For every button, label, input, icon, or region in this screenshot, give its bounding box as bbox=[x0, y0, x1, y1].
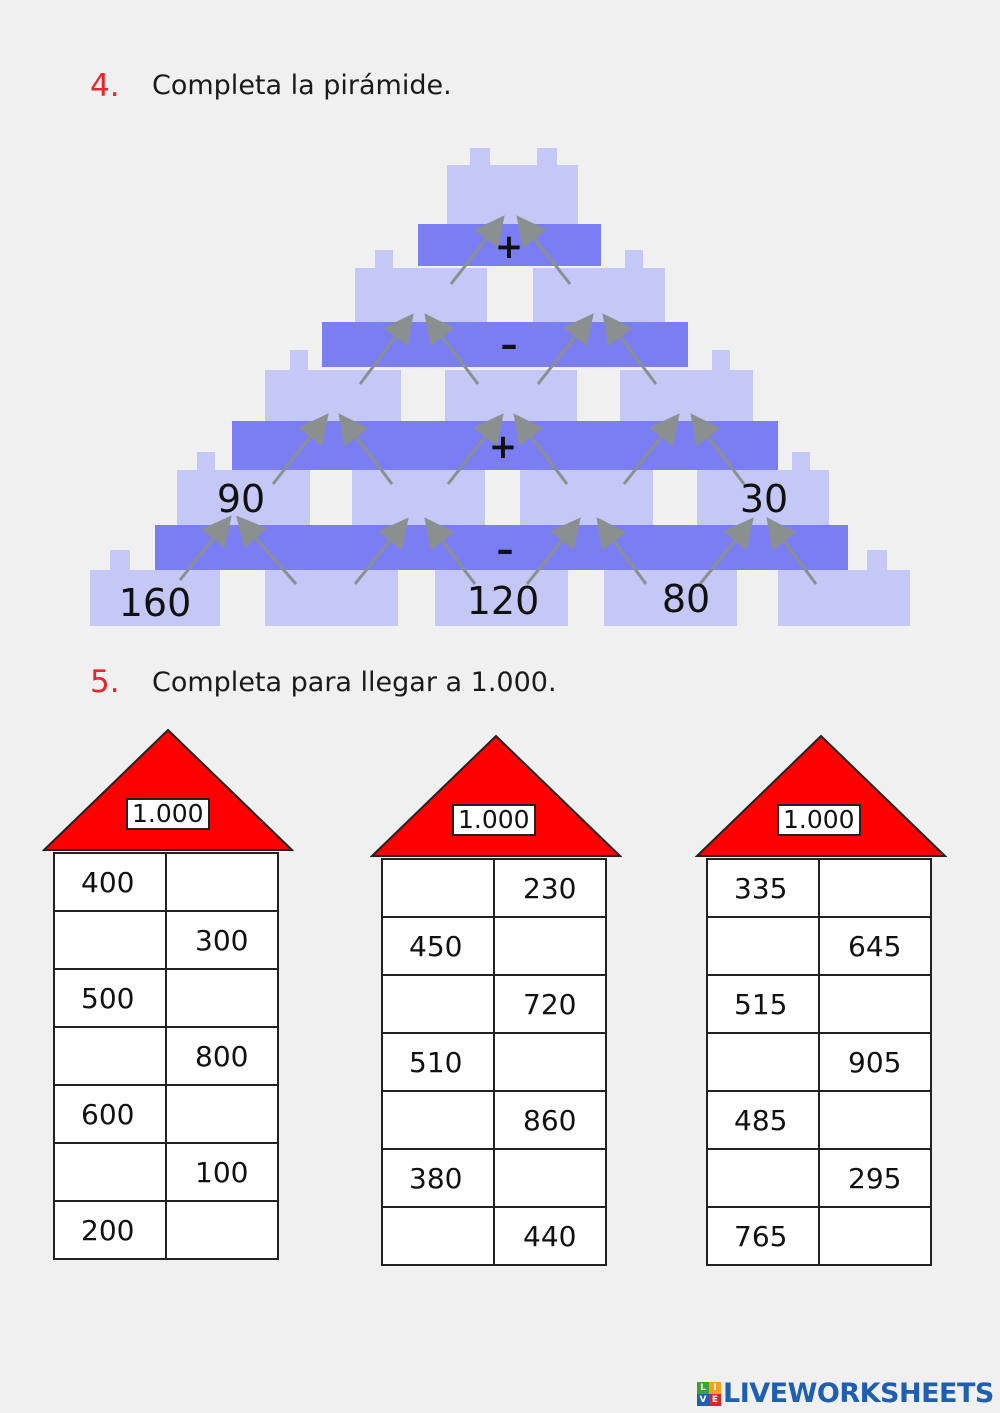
operator-plus-middle: + bbox=[489, 427, 518, 467]
operator-minus-bottom: – bbox=[497, 530, 514, 570]
table-row: 230 bbox=[381, 858, 607, 918]
cell-left bbox=[706, 916, 820, 976]
table-row: 485 bbox=[706, 1090, 932, 1150]
table-row: 380 bbox=[381, 1148, 607, 1208]
cell-right: 440 bbox=[493, 1206, 607, 1266]
table-row: 450 bbox=[381, 916, 607, 976]
cell-right: 295 bbox=[818, 1148, 932, 1208]
cell-right: 720 bbox=[493, 974, 607, 1034]
cell-right bbox=[818, 974, 932, 1034]
cell-right bbox=[493, 1032, 607, 1092]
cell-left bbox=[381, 1090, 495, 1150]
cell-left bbox=[53, 1142, 167, 1202]
house-2-table: 230 450 720 510 860 380 440 bbox=[381, 858, 607, 1266]
table-row: 600 bbox=[53, 1084, 279, 1144]
cell-right bbox=[165, 1084, 279, 1144]
logo-mark-letter: E bbox=[709, 1393, 721, 1406]
table-row: 720 bbox=[381, 974, 607, 1034]
cell-left: 200 bbox=[53, 1200, 167, 1260]
exercise-4-instruction: Completa la pirámide. bbox=[152, 70, 452, 101]
cell-right bbox=[818, 858, 932, 918]
house-3-table: 335 645 515 905 485 295 765 bbox=[706, 858, 932, 1266]
cell-left: 510 bbox=[381, 1032, 495, 1092]
table-row: 335 bbox=[706, 858, 932, 918]
logo-mark-letter: L bbox=[697, 1381, 709, 1394]
cell-left bbox=[381, 974, 495, 1034]
operator-minus-upper: – bbox=[501, 325, 518, 365]
cell-left: 500 bbox=[53, 968, 167, 1028]
logo-mark-icon: L I V E bbox=[697, 1381, 721, 1406]
cell-right bbox=[165, 1200, 279, 1260]
cell-right: 300 bbox=[165, 910, 279, 970]
house-3: 1.000 335 645 515 905 485 295 765 bbox=[695, 734, 947, 1274]
pyramid-bottom-cell-1: 160 bbox=[119, 581, 192, 625]
exercise-4-number: 4. bbox=[90, 68, 120, 104]
cell-right: 645 bbox=[818, 916, 932, 976]
roof-1 bbox=[42, 728, 294, 851]
cell-right bbox=[818, 1090, 932, 1150]
cell-left: 400 bbox=[53, 852, 167, 912]
table-row: 765 bbox=[706, 1206, 932, 1266]
logo-mark-letter: I bbox=[709, 1381, 721, 1394]
table-row: 300 bbox=[53, 910, 279, 970]
cell-left: 515 bbox=[706, 974, 820, 1034]
table-row: 295 bbox=[706, 1148, 932, 1208]
table-row: 440 bbox=[381, 1206, 607, 1266]
house-2: 1.000 230 450 720 510 860 380 440 bbox=[370, 734, 622, 1274]
cell-left: 485 bbox=[706, 1090, 820, 1150]
cell-left bbox=[381, 858, 495, 918]
cell-right: 230 bbox=[493, 858, 607, 918]
cell-right bbox=[165, 968, 279, 1028]
cell-left: 765 bbox=[706, 1206, 820, 1266]
exercise-5-number: 5. bbox=[90, 664, 120, 700]
roof-1-total: 1.000 bbox=[126, 798, 210, 830]
table-row: 500 bbox=[53, 968, 279, 1028]
table-row: 400 bbox=[53, 852, 279, 912]
cell-left: 335 bbox=[706, 858, 820, 918]
liveworksheets-logo[interactable]: L I V E LIVEWORKSHEETS bbox=[697, 1378, 994, 1409]
table-row: 510 bbox=[381, 1032, 607, 1092]
cell-left: 450 bbox=[381, 916, 495, 976]
roof-2-total: 1.000 bbox=[452, 804, 536, 836]
table-row: 905 bbox=[706, 1032, 932, 1092]
cell-right bbox=[165, 852, 279, 912]
house-1-table: 400 300 500 800 600 100 200 bbox=[53, 852, 279, 1260]
cell-left bbox=[53, 1026, 167, 1086]
logo-text: LIVEWORKSHEETS bbox=[723, 1378, 994, 1409]
roof-3 bbox=[695, 734, 947, 857]
table-row: 800 bbox=[53, 1026, 279, 1086]
operator-plus-top: + bbox=[495, 227, 524, 267]
roof-2 bbox=[370, 734, 622, 857]
cell-right: 100 bbox=[165, 1142, 279, 1202]
cell-right bbox=[818, 1206, 932, 1266]
cell-left: 380 bbox=[381, 1148, 495, 1208]
house-1: 1.000 400 300 500 800 600 100 200 bbox=[42, 728, 294, 1268]
roof-3-total: 1.000 bbox=[777, 804, 861, 836]
pyramid-row2-cell-4: 30 bbox=[740, 477, 788, 521]
logo-mark-letter: V bbox=[697, 1393, 709, 1406]
pyramid-row2-cell-1: 90 bbox=[217, 477, 265, 521]
table-row: 645 bbox=[706, 916, 932, 976]
cell-right bbox=[493, 916, 607, 976]
cell-right: 860 bbox=[493, 1090, 607, 1150]
table-row: 860 bbox=[381, 1090, 607, 1150]
table-row: 200 bbox=[53, 1200, 279, 1260]
exercise-5-instruction: Completa para llegar a 1.000. bbox=[152, 667, 557, 698]
cell-left: 600 bbox=[53, 1084, 167, 1144]
cell-right: 800 bbox=[165, 1026, 279, 1086]
cell-left bbox=[53, 910, 167, 970]
cell-right: 905 bbox=[818, 1032, 932, 1092]
cell-left bbox=[706, 1148, 820, 1208]
cell-right bbox=[493, 1148, 607, 1208]
table-row: 515 bbox=[706, 974, 932, 1034]
number-pyramid: – + – + 160 120 80 90 30 bbox=[90, 148, 910, 626]
pyramid-bottom-cell-4: 80 bbox=[662, 577, 710, 621]
cell-left bbox=[381, 1206, 495, 1266]
cell-left bbox=[706, 1032, 820, 1092]
table-row: 100 bbox=[53, 1142, 279, 1202]
pyramid-bottom-cell-3: 120 bbox=[467, 579, 540, 623]
